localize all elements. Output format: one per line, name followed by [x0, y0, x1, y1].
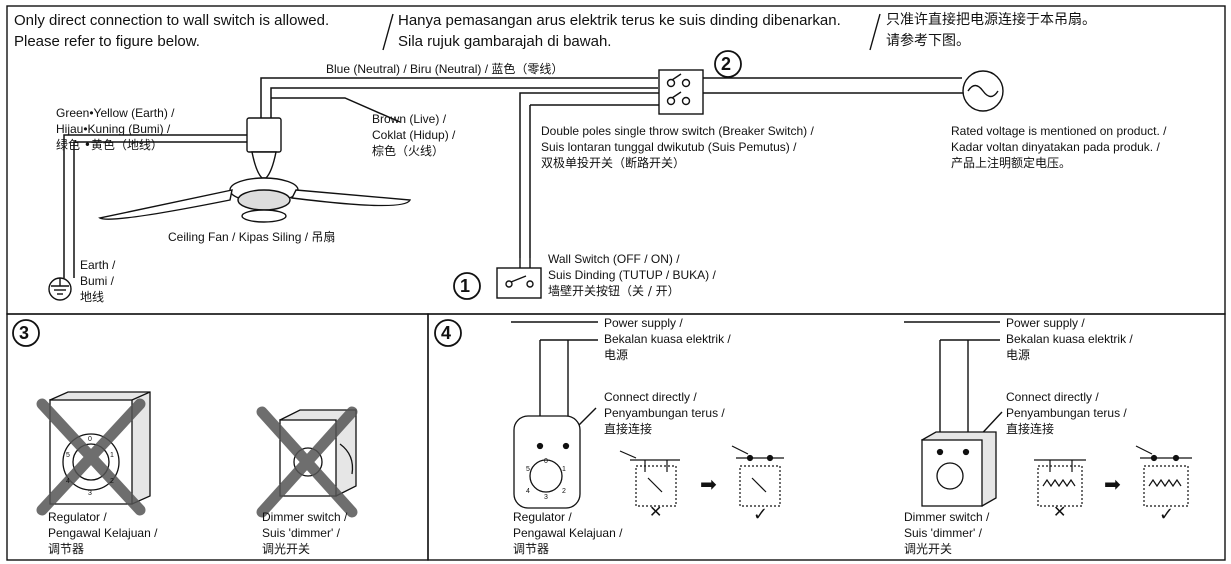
panel3-regulator-label-1: Regulator /: [48, 510, 107, 524]
label-breaker-2: Suis lontaran tunggal dwikutub (Suis Pem…: [541, 140, 797, 154]
regulator-dial-0: 0: [88, 436, 92, 443]
step-3-circle: [12, 319, 40, 347]
header-chinese-line-2: 请参考下图。: [886, 33, 970, 49]
ac-source-symbol: [962, 70, 1004, 112]
label-rated-voltage-1: Rated voltage is mentioned on product. /: [951, 124, 1167, 138]
panel4-right-connect-3: 直接连接: [1006, 422, 1055, 436]
regulator-dial-1: 1: [110, 452, 114, 459]
label-earth-wire-3: 绿色 •黄色（地线）: [56, 138, 163, 152]
panel4-left-power-1: Power supply /: [604, 316, 683, 330]
header-divider-2: [869, 13, 881, 51]
label-earth-2: Bumi /: [80, 274, 115, 288]
header-english-line-2: Please refer to figure below.: [14, 33, 200, 50]
label-blue-neutral: Blue (Neutral) / Biru (Neutral) / 蓝色（零线）: [326, 62, 564, 76]
label-wall-switch-2: Suis Dinding (TUTUP / BUKA) /: [548, 268, 716, 282]
regulator-cross-mark: [36, 398, 146, 516]
panel4-reg-dial-3: 3: [544, 494, 548, 501]
label-rated-voltage-2: Kadar voltan dinyatakan pada produk. /: [951, 140, 1160, 154]
panel4-right-power-2: Bekalan kuasa elektrik /: [1006, 332, 1133, 346]
label-breaker-3: 双极单投开关（断路开关）: [541, 156, 686, 170]
panel4-left-connect-1: Connect directly /: [604, 390, 697, 404]
panel4-right-wiring: [904, 321, 1003, 449]
panel4-left-check-icon: ✓: [753, 504, 769, 524]
label-earth-wire-1: Green•Yellow (Earth) /: [56, 106, 175, 120]
panel4-left-power-3: 电源: [604, 348, 629, 362]
wall-switch-box: [496, 258, 542, 299]
label-wall-switch-3: 墙壁开关按钮（关 / 开）: [548, 284, 680, 298]
panel4-left-after: [731, 445, 784, 507]
panel3-dimmer-label-3: 调光开关: [262, 542, 311, 556]
panel4-left-connect-2: Penyambungan terus /: [604, 406, 725, 420]
label-wall-switch-1: Wall Switch (OFF / ON) /: [548, 252, 680, 266]
panel4-right-power-3: 电源: [1006, 348, 1031, 362]
panel4-right-after: [1135, 445, 1192, 507]
panel3-regulator-label-2: Pengawal Kelajuan /: [48, 526, 158, 540]
panel4-right-cross-icon: ✕: [1053, 504, 1067, 521]
ceiling-fan-illustration: [98, 117, 412, 223]
step-2-circle: [714, 50, 742, 78]
panel4-reg-dial-4: 4: [526, 488, 530, 495]
label-brown-live-1: Brown (Live) /: [372, 112, 447, 126]
panel4-regulator-label-1: Regulator /: [513, 510, 572, 524]
panel3-regulator-label-3: 调节器: [48, 542, 85, 556]
panel4-dimmer-label-1: Dimmer switch /: [904, 510, 990, 524]
regulator-dial-4: 4: [66, 478, 70, 485]
panel4-right-before: [1034, 459, 1086, 507]
regulator-dial-3: 3: [88, 490, 92, 497]
step-1-circle: [453, 272, 481, 300]
panel4-left-connect-3: 直接连接: [604, 422, 653, 436]
panel4-right-check-icon: ✓: [1159, 504, 1175, 524]
step-2-number: 2: [721, 54, 732, 74]
header-malay-line-2: Sila rujuk gambarajah di bawah.: [398, 33, 612, 50]
panel3-dimmer-label-1: Dimmer switch /: [262, 510, 348, 524]
dimmer-cross-mark: [256, 406, 358, 518]
panel4-regulator: [513, 415, 581, 509]
main-wiring: [63, 77, 986, 278]
breaker-switch-box: [658, 69, 704, 115]
panel3-dimmer-label-2: Suis 'dimmer' /: [262, 526, 340, 540]
panel4-left-arrow-icon: ➡: [700, 474, 717, 496]
step-4-circle: [434, 319, 462, 347]
panel4-right-arrow-icon: ➡: [1104, 474, 1121, 496]
step-4-number: 4: [441, 323, 452, 343]
label-ceiling-fan: Ceiling Fan / Kipas Siling / 吊扇: [168, 230, 336, 244]
panel4-right-power-1: Power supply /: [1006, 316, 1085, 330]
regulator-dial-2: 2: [110, 478, 114, 485]
label-rated-voltage-3: 产品上注明额定电压。: [951, 156, 1072, 170]
panel4-reg-dial-5: 5: [526, 466, 530, 473]
earth-symbol: [48, 277, 72, 301]
panel-4-border: [427, 313, 1226, 561]
regulator-dial-5: 5: [66, 452, 70, 459]
panel4-right-connect-2: Penyambungan terus /: [1006, 406, 1127, 420]
panel4-reg-dial-1: 1: [562, 466, 566, 473]
panel4-dimmer: [920, 431, 997, 507]
panel4-reg-dial-2: 2: [562, 488, 566, 495]
label-earth-3: 地线: [80, 290, 105, 304]
panel4-left-cross-icon: ✕: [649, 504, 663, 521]
step-1-number: 1: [460, 276, 471, 296]
panel4-reg-dial-0: 0: [544, 458, 548, 465]
label-earth-1: Earth /: [80, 258, 116, 272]
panel4-dimmer-label-2: Suis 'dimmer' /: [904, 526, 982, 540]
header-chinese-line-1: 只准许直接把电源连接于本吊扇。: [886, 12, 1096, 28]
label-brown-live-3: 棕色（火线）: [372, 144, 445, 158]
panel4-dimmer-label-3: 调光开关: [904, 542, 953, 556]
header-divider-1: [382, 13, 394, 51]
label-earth-wire-2: Hijau•Kuning (Bumi) /: [56, 122, 171, 136]
panel4-regulator-label-2: Pengawal Kelajuan /: [513, 526, 623, 540]
panel4-left-power-2: Bekalan kuasa elektrik /: [604, 332, 731, 346]
label-breaker-1: Double poles single throw switch (Breake…: [541, 124, 814, 138]
header-english-line-1: Only direct connection to wall switch is…: [14, 12, 330, 29]
header-malay-line-1: Hanya pemasangan arus elektrik terus ke …: [398, 12, 841, 29]
step-3-number: 3: [19, 323, 30, 343]
label-brown-live-2: Coklat (Hidup) /: [372, 128, 456, 142]
panel4-right-connect-1: Connect directly /: [1006, 390, 1099, 404]
panel4-left-before: [619, 450, 680, 507]
panel4-regulator-label-3: 调节器: [513, 542, 550, 556]
